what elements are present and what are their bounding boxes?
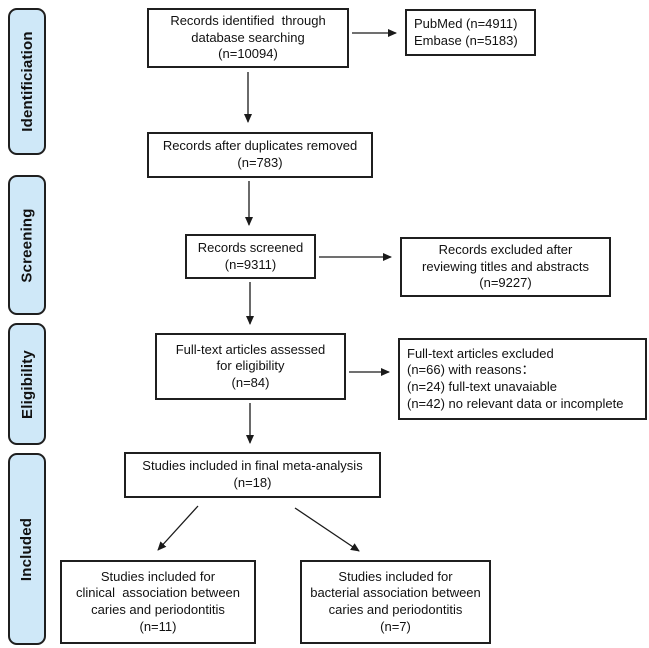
- box-bacterial-association: Studies included for bacterial associati…: [300, 560, 491, 644]
- box-records-excluded-screening-text: Records excluded after reviewing titles …: [422, 242, 589, 291]
- box-fulltext-assessed-text: Full-text articles assessed for eligibil…: [175, 341, 326, 390]
- box-duplicates-removed: Records after duplicates removed (n=783): [147, 132, 373, 178]
- stage-eligibility-label: Eligibility: [18, 349, 36, 419]
- box-fulltext-assessed: Full-text articles assessed for eligibil…: [155, 333, 346, 400]
- stage-identification: Identificiation: [8, 8, 46, 155]
- stage-eligibility: Eligibility: [8, 323, 46, 445]
- stage-included: Included: [8, 453, 46, 645]
- arrow-final-to-bacterial: [294, 507, 360, 552]
- box-clinical-association: Studies included for clinical associatio…: [60, 560, 256, 644]
- box-fulltext-excluded: Full-text articles excluded (n=66) with …: [398, 338, 647, 420]
- box-records-identified: Records identified through database sear…: [147, 8, 349, 68]
- box-included-final: Studies included in final meta-analysis …: [124, 452, 381, 498]
- stage-included-label: Included: [18, 517, 36, 581]
- arrow-final-to-clinical: [157, 505, 199, 551]
- stage-screening: Screening: [8, 175, 46, 315]
- box-fulltext-excluded-text: Full-text articles excluded (n=66) with …: [407, 345, 624, 411]
- box-included-final-text: Studies included in final meta-analysis …: [142, 458, 363, 490]
- box-duplicates-removed-text: Records after duplicates removed (n=783): [162, 138, 358, 170]
- box-clinical-association-text: Studies included for clinical associatio…: [75, 568, 241, 634]
- box-records-screened: Records screened (n=9311): [185, 234, 316, 279]
- box-bacterial-association-text: Studies included for bacterial associati…: [310, 568, 481, 634]
- stage-screening-label: Screening: [18, 207, 36, 283]
- box-database-sources-text: PubMed (n=4911) Embase (n=5183): [414, 15, 518, 48]
- box-records-screened-text: Records screened (n=9311): [197, 239, 304, 272]
- stage-identification-label: Identificiation: [18, 31, 36, 132]
- box-database-sources: PubMed (n=4911) Embase (n=5183): [405, 9, 536, 56]
- box-records-excluded-screening: Records excluded after reviewing titles …: [400, 237, 611, 297]
- box-records-identified-text: Records identified through database sear…: [170, 13, 326, 62]
